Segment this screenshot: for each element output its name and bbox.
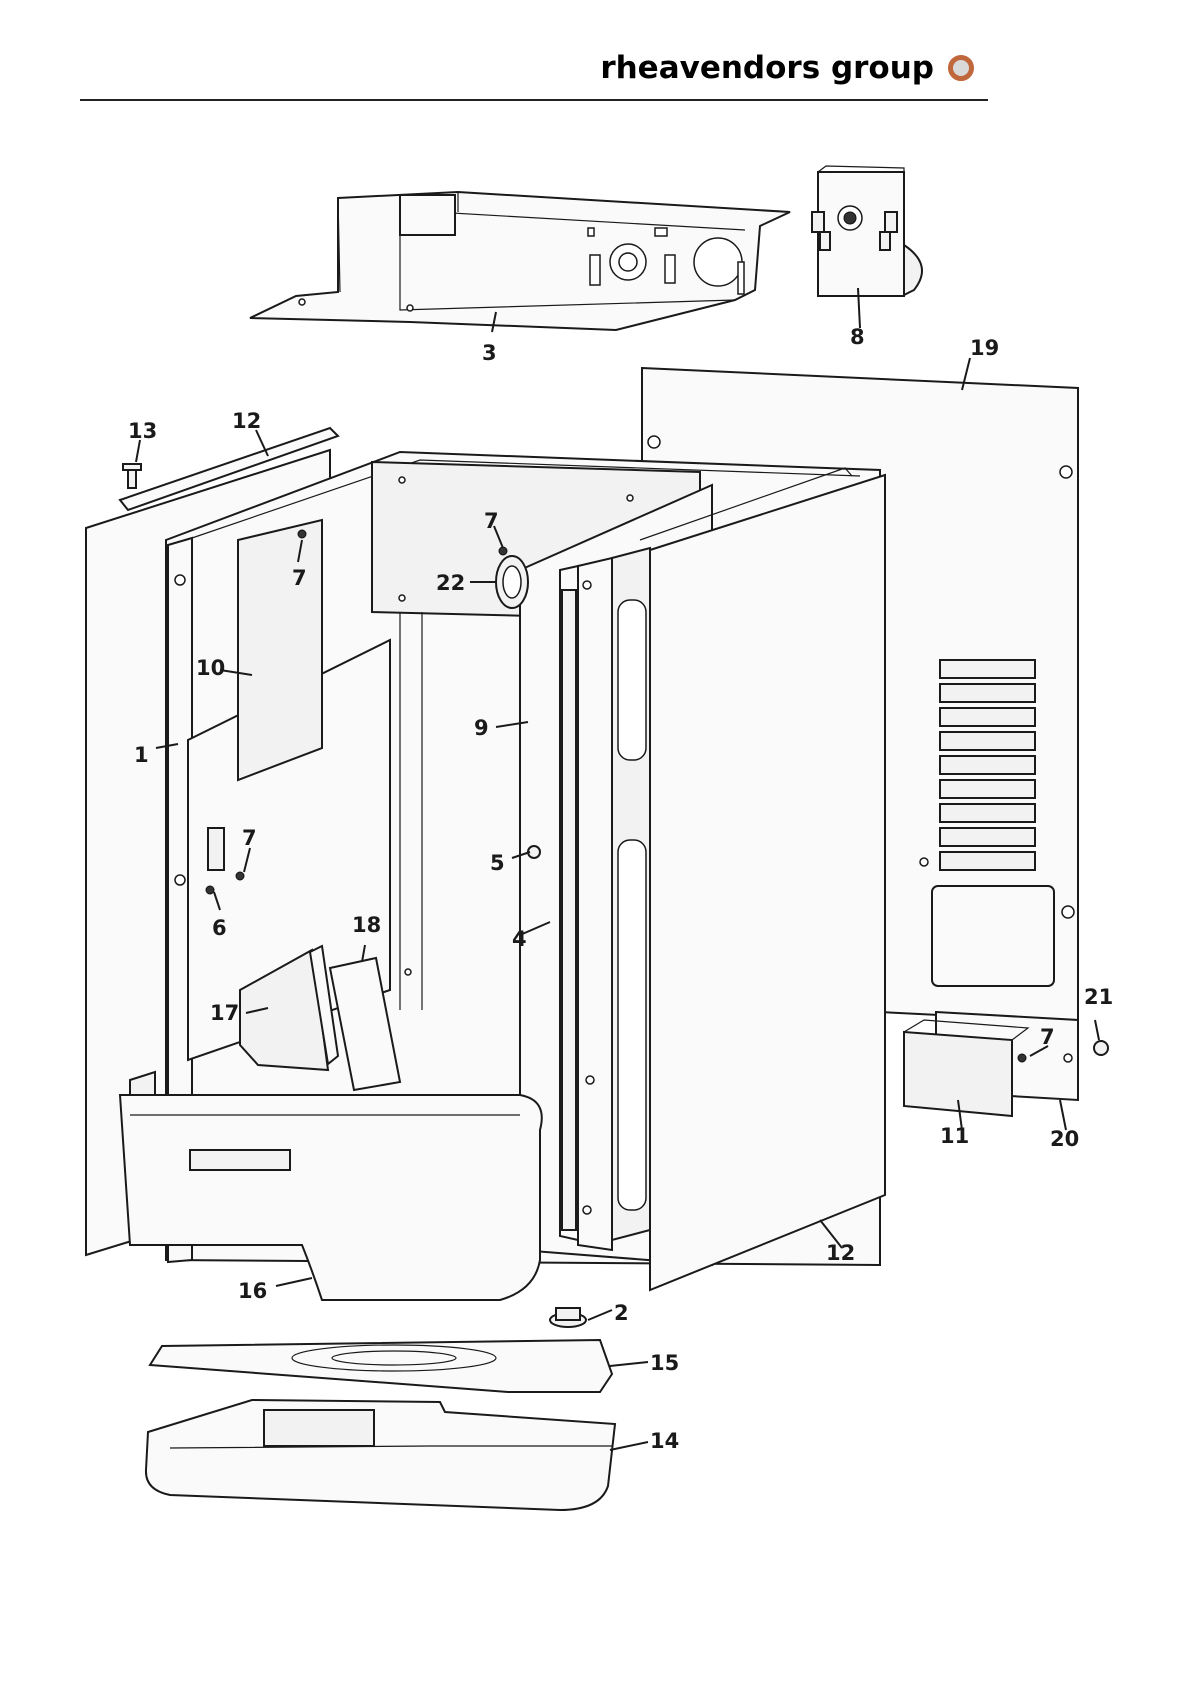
callout-8: 8 (850, 325, 865, 349)
part-14-bottom-tray (146, 1400, 615, 1510)
part-12-right-side-panel (640, 468, 885, 1290)
callout-7-top: 7 (484, 509, 499, 533)
callout-18: 18 (352, 913, 381, 937)
callout-2: 2 (614, 1301, 629, 1325)
callout-3: 3 (482, 341, 497, 365)
callout-15: 15 (650, 1351, 679, 1375)
callout-16: 16 (238, 1279, 267, 1303)
callout-7-mid: 7 (242, 826, 257, 850)
callout-12-bottom: 12 (826, 1241, 855, 1265)
callout-12-top: 12 (232, 409, 261, 433)
hinge-strip (562, 590, 576, 1230)
part-21-nut (1094, 1041, 1108, 1055)
part-3-top-bracket (250, 192, 790, 330)
rear-panel-vents (940, 660, 1035, 870)
part-16-drip-tray (120, 1072, 542, 1300)
callout-11: 11 (940, 1124, 969, 1148)
callout-7-left: 7 (292, 566, 307, 590)
part-22-grommet (496, 556, 528, 608)
callout-7-right: 7 (1040, 1025, 1055, 1049)
part-15-grid-plate (150, 1340, 612, 1392)
callout-14: 14 (650, 1429, 679, 1453)
callout-13: 13 (128, 419, 157, 443)
callout-1: 1 (134, 743, 149, 767)
callout-22: 22 (436, 571, 465, 595)
callout-20: 20 (1050, 1127, 1079, 1151)
part-13-screw (123, 464, 141, 488)
callout-6: 6 (212, 916, 227, 940)
part-2-foot (550, 1308, 586, 1327)
part-8-motor-module (812, 166, 922, 296)
callout-17: 17 (210, 1001, 239, 1025)
callout-9: 9 (474, 716, 489, 740)
callout-5: 5 (490, 851, 505, 875)
callout-4: 4 (512, 927, 527, 951)
callout-19: 19 (970, 336, 999, 360)
callout-21: 21 (1084, 985, 1113, 1009)
callout-10: 10 (196, 656, 225, 680)
